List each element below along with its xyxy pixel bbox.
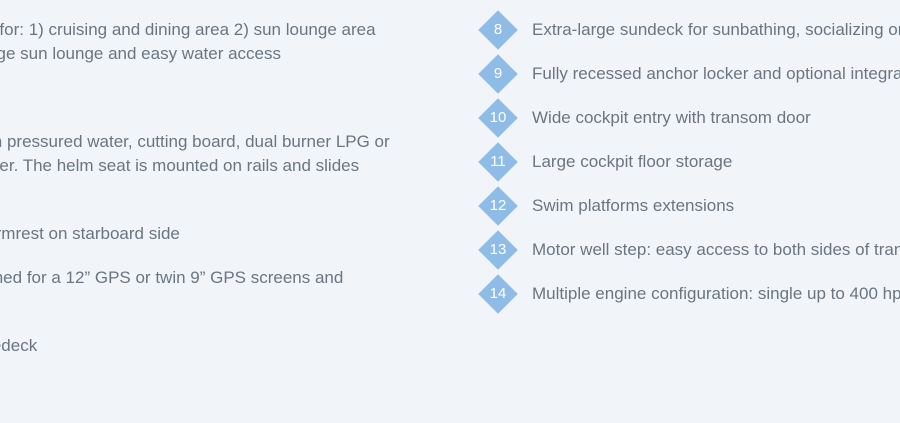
- badge-number: 13: [489, 241, 507, 258]
- number-badge: 10: [478, 98, 518, 138]
- badge-number: 9: [493, 65, 503, 82]
- feature-text: Extra-large sundeck for sunbathing, soci…: [532, 20, 900, 39]
- feature-item-10: 10 Wide cockpit entry with transom door: [470, 96, 900, 140]
- feature-item-11: 11 Large cockpit floor storage: [470, 140, 900, 184]
- number-badge: 8: [478, 10, 518, 50]
- left-text-line: with pressured water, cutting board, dua…: [0, 132, 390, 151]
- left-text-line: rawer. The helm seat is mounted on rails…: [0, 156, 360, 175]
- right-feature-list: 8 Extra-large sundeck for sunbathing, so…: [470, 0, 900, 423]
- badge-number: 12: [489, 197, 507, 214]
- number-badge: 12: [478, 186, 518, 226]
- number-badge: 9: [478, 54, 518, 94]
- left-text-line: d armrest on starboard side: [0, 224, 180, 243]
- feature-item-14: 14 Multiple engine configuration: single…: [470, 272, 900, 316]
- feature-item-9: 9 Fully recessed anchor locker and optio…: [470, 52, 900, 96]
- left-text-line: ble for: 1) cruising and dining area 2) …: [0, 20, 376, 39]
- badge-number: 8: [493, 21, 503, 38]
- feature-item-13: 13 Motor well step: easy access to both …: [470, 228, 900, 272]
- left-feature-column: ble for: 1) cruising and dining area 2) …: [0, 0, 440, 423]
- feature-text: Multiple engine configuration: single up…: [532, 284, 900, 303]
- feature-text: Fully recessed anchor locker and optiona…: [532, 64, 900, 83]
- number-badge: 11: [478, 142, 518, 182]
- left-text-line: signed for a 12” GPS or twin 9” GPS scre…: [0, 268, 344, 287]
- feature-item-8: 8 Extra-large sundeck for sunbathing, so…: [470, 8, 900, 52]
- feature-text: Motor well step: easy access to both sid…: [532, 240, 900, 259]
- feature-item-12: 12 Swim platforms extensions: [470, 184, 900, 228]
- badge-number: 11: [490, 153, 506, 170]
- badge-number: 14: [489, 285, 507, 302]
- number-badge: 13: [478, 230, 518, 270]
- feature-text: Swim platforms extensions: [532, 196, 735, 215]
- badge-number: 10: [489, 109, 507, 126]
- number-badge: 14: [478, 274, 518, 314]
- feature-text: Wide cockpit entry with transom door: [532, 108, 811, 127]
- left-text-line: foredeck: [0, 336, 38, 355]
- left-text-line: -large sun lounge and easy water access: [0, 44, 282, 63]
- feature-text: Large cockpit floor storage: [532, 152, 733, 171]
